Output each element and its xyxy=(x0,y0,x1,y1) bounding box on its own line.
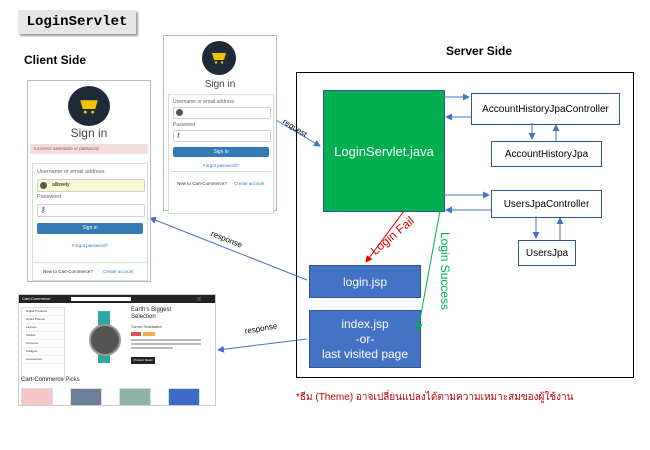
create-account-card: New to Cart-Commerce? Create account xyxy=(32,262,148,281)
password-label: Password xyxy=(173,122,195,128)
sale-badge xyxy=(131,332,141,336)
signin-button[interactable]: Sign in xyxy=(173,147,269,157)
login-servlet-box: LoginServlet.java xyxy=(323,90,445,212)
signin-heading: Sign in xyxy=(70,126,108,140)
request-arrow xyxy=(275,119,321,147)
cart-icon[interactable]: 🛒 xyxy=(197,296,202,301)
account-history-jpa-box: AccountHistoryJpa xyxy=(491,141,602,167)
forgot-password-link[interactable]: Forgot password? xyxy=(71,243,109,248)
signin-page-mockup: Sign in Username or email address Passwo… xyxy=(163,35,277,214)
new-to-text: New to Cart-Commerce? xyxy=(43,269,93,274)
login-success-label: Login Success xyxy=(438,232,452,311)
pick-thumbnail[interactable] xyxy=(168,388,200,405)
users-jpa-label: UsersJpa xyxy=(525,247,569,259)
account-history-controller-label: AccountHistoryJpaController xyxy=(482,103,609,115)
signin-heading: Sign in xyxy=(204,79,236,90)
username-label: Username or email address xyxy=(37,169,105,175)
category-menu: Digital Products Smart Phones Laptops Ta… xyxy=(21,307,65,379)
username-input[interactable]: allisvely xyxy=(37,179,145,192)
divider xyxy=(171,171,271,172)
shop-homepage-mockup: Cart-Commerce 🛒 Digital Products Smart P… xyxy=(18,294,216,406)
hero-line-2: Selection xyxy=(131,314,156,320)
shop-navbar: Cart-Commerce 🛒 xyxy=(19,295,215,303)
account-history-controller-box: AccountHistoryJpaController xyxy=(471,93,620,125)
product-detail-button[interactable]: Product Detail xyxy=(131,357,155,364)
login-servlet-label: LoginServlet.java xyxy=(334,143,434,159)
user-icon xyxy=(40,182,47,189)
users-jpa-box: UsersJpa xyxy=(518,240,576,266)
menu-item[interactable]: Gadgets xyxy=(22,348,64,356)
shop-search-input[interactable] xyxy=(71,297,131,301)
password-input[interactable]: ⚷ xyxy=(173,130,271,142)
server-side-label: Server Side xyxy=(446,44,513,58)
menu-item[interactable]: Tablets xyxy=(22,332,64,340)
pick-thumbnail[interactable] xyxy=(21,388,53,405)
users-controller-box: UsersJpaController xyxy=(491,190,602,218)
response-index-arrow xyxy=(217,338,308,353)
signin-failed-mockup: Sign in Incorrect username or password. … xyxy=(27,80,151,282)
price-badge xyxy=(143,332,155,336)
signin-card: Username or email address allisvely Pass… xyxy=(32,163,148,269)
theme-note: *ธีม (Theme) อาจเปลี่ยนแปลงได้ตามความเหม… xyxy=(296,392,574,403)
username-input[interactable] xyxy=(173,107,271,119)
index-jsp-line3: last visited page xyxy=(321,346,409,361)
shop-brand: Cart-Commerce xyxy=(22,296,51,301)
error-message: Incorrect username or password. xyxy=(30,144,148,154)
watch-image xyxy=(87,311,121,363)
password-label: Password xyxy=(37,194,62,200)
login-success-arrow xyxy=(415,210,441,331)
menu-item[interactable]: Laptops xyxy=(22,324,64,332)
key-icon: ⚷ xyxy=(40,205,46,214)
index-jsp-line1: index.jsp xyxy=(341,316,389,331)
index-jsp-line2: -or- xyxy=(355,331,375,346)
signin-button[interactable]: Sign in xyxy=(37,223,143,234)
user-icon xyxy=(176,109,183,116)
create-account-link[interactable]: Create account xyxy=(234,181,265,186)
create-account-link[interactable]: Create account xyxy=(103,269,134,274)
forgot-password-link[interactable]: Forgot password? xyxy=(202,163,240,168)
product-name: Garmin Smartwatch xyxy=(131,325,162,329)
login-jsp-label: login.jsp xyxy=(342,274,388,289)
menu-item[interactable]: Smart Phones xyxy=(22,316,64,324)
account-history-jpa-label: AccountHistoryJpa xyxy=(504,148,589,160)
picks-heading: Cart-Commerce Picks xyxy=(21,377,80,383)
menu-item[interactable]: Accessories xyxy=(22,356,64,364)
menu-item[interactable]: Cameras xyxy=(22,340,64,348)
diagram-title: LoginServlet xyxy=(18,10,136,34)
users-controller-label: UsersJpaController xyxy=(503,198,590,210)
pick-thumbnail[interactable] xyxy=(70,388,102,405)
hero-line-1: Earth's Biggest xyxy=(131,307,172,313)
response-login-arrow xyxy=(149,216,308,281)
pick-thumbnail[interactable] xyxy=(119,388,151,405)
signin-card: Username or email address Password ⚷ Sig… xyxy=(168,94,274,214)
index-jsp-box: index.jsp -or- last visited page xyxy=(309,310,421,368)
picks-row xyxy=(21,388,215,405)
cart-logo-icon xyxy=(68,86,110,126)
key-icon: ⚷ xyxy=(176,133,181,139)
username-label: Username or email address xyxy=(173,99,235,105)
password-input[interactable]: ⚷ xyxy=(37,204,145,217)
cart-logo-icon xyxy=(202,41,236,75)
client-side-label: Client Side xyxy=(24,53,87,67)
product-description xyxy=(131,339,201,353)
login-jsp-box: login.jsp xyxy=(309,265,421,298)
hero-title: Earth's Biggest Selection xyxy=(131,307,171,321)
menu-item[interactable]: Digital Products xyxy=(22,308,64,316)
login-fail-arrow xyxy=(365,210,405,263)
new-to-text: New to Cart-Commerce? xyxy=(177,181,227,186)
username-value: allisvely xyxy=(52,182,70,188)
